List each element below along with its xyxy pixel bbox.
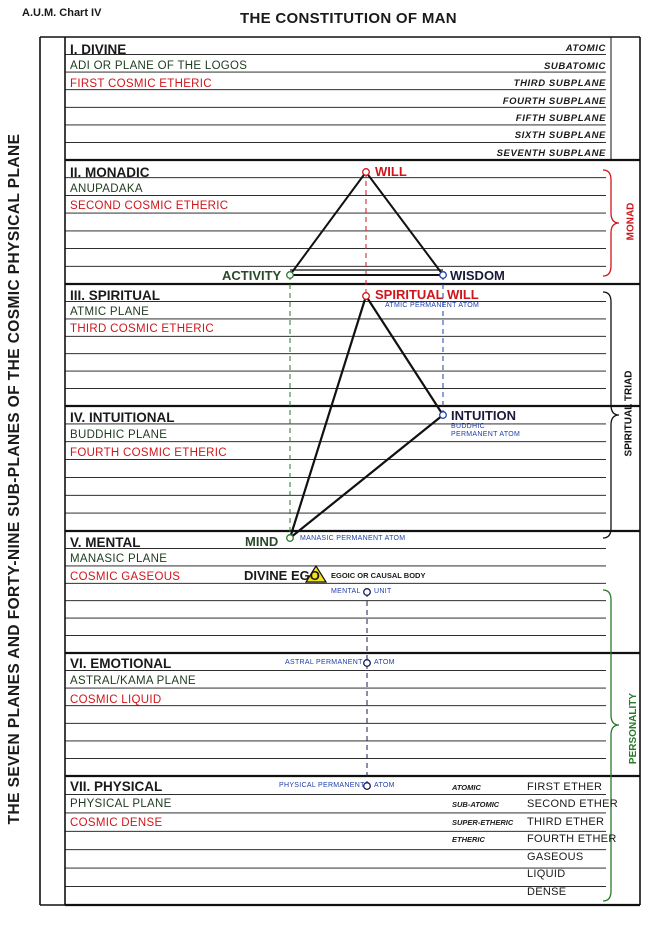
ether-2-big: SECOND ETHER — [527, 798, 618, 810]
plane-6-sub1: ASTRAL/KAMA PLANE — [70, 675, 196, 687]
subplane-3: THIRD SUBPLANE — [513, 78, 606, 89]
ether-4-big: FOURTH ETHER — [527, 833, 617, 845]
plane-1-sub1: ADI OR PLANE OF THE LOGOS — [70, 60, 248, 72]
ether-3-big: THIRD ETHER — [527, 816, 605, 828]
side-title: THE SEVEN PLANES AND FORTY-NINE SUB-PLAN… — [6, 133, 23, 825]
plane-7-sub1: PHYSICAL PLANE — [70, 798, 172, 810]
ether-4-small: ETHERIC — [452, 835, 485, 844]
wisdom-label: WISDOM — [450, 268, 505, 283]
plane-3-name: III. SPIRITUAL — [70, 288, 161, 303]
personality-label: PERSONALITY — [628, 692, 640, 765]
mind-node — [286, 534, 294, 542]
buddhic-atom-label-2: PERMANENT ATOM — [451, 431, 521, 438]
will-label: WILL — [375, 164, 407, 179]
subplane-6: SIXTH SUBPLANE — [514, 130, 606, 141]
plane-4-name: IV. INTUITIONAL — [70, 410, 175, 425]
subplane-4: FOURTH SUBPLANE — [502, 96, 606, 107]
astral-atom-node — [363, 659, 371, 667]
activity-node — [286, 271, 294, 279]
intuition-node — [439, 411, 447, 419]
plane-2-name: II. MONADIC — [70, 165, 150, 180]
ether-6-big: LIQUID — [527, 868, 566, 880]
plane-4-sub1: BUDDHIC PLANE — [70, 429, 168, 441]
mental-unit-label-1: MENTAL — [331, 588, 361, 595]
manasic-atom-label: MANASIC PERMANENT ATOM — [300, 535, 406, 542]
subplane-1: ATOMIC — [565, 43, 606, 54]
mental-unit-node — [363, 588, 371, 596]
plane-6-sub2: COSMIC LIQUID — [70, 694, 162, 706]
plane-6-name: VI. EMOTIONAL — [70, 656, 172, 671]
physical-atom-node — [363, 782, 371, 790]
page-title: THE CONSTITUTION OF MAN — [240, 10, 457, 27]
divine-ego-label: DIVINE EGO — [244, 568, 320, 583]
spiritual-triad-triangle — [287, 293, 445, 542]
plane-2-sub1: ANUPADAKA — [70, 183, 143, 195]
astral-atom-label-1: ASTRAL PERMANENT — [285, 659, 363, 666]
ether-1-big: FIRST ETHER — [527, 781, 603, 793]
buddhic-atom-label-1: BUDDHIC — [451, 423, 485, 430]
physical-atom-label-2: ATOM — [374, 782, 395, 789]
divine-ego-triangle — [304, 564, 328, 583]
plane-5-name: V. MENTAL — [70, 535, 141, 550]
monadic-triangle — [288, 170, 445, 276]
spiritual-triad-bracket — [602, 291, 620, 539]
chart-id: A.U.M. Chart IV — [22, 7, 102, 19]
monad-label: MONAD — [625, 202, 637, 241]
intuition-label: INTUITION — [451, 408, 516, 423]
spiritual-will-node — [362, 292, 370, 300]
ether-3-small: SUPER-ETHERIC — [452, 818, 514, 827]
plane-7-name: VII. PHYSICAL — [70, 779, 163, 794]
wisdom-node — [439, 271, 447, 279]
plane-3-sub1: ATMIC PLANE — [70, 306, 150, 318]
plane-1-name: I. DIVINE — [70, 42, 127, 57]
monad-bracket — [602, 169, 620, 277]
plane-5-sub1: MANASIC PLANE — [70, 553, 168, 565]
astral-atom-label-2: ATOM — [374, 659, 395, 666]
spiritual-triad-label: SPIRITUAL TRIAD — [623, 370, 635, 457]
subplane-lines — [65, 54, 640, 907]
spiritual-will-label: SPIRITUAL WILL — [375, 287, 479, 302]
activity-label: ACTIVITY — [222, 268, 282, 283]
mind-label: MIND — [245, 534, 279, 549]
plane-7-sub2: COSMIC DENSE — [70, 817, 163, 829]
ether-7-big: DENSE — [527, 886, 567, 898]
plane-2-sub2: SECOND COSMIC ETHERIC — [70, 200, 229, 212]
ether-5-big: GASEOUS — [527, 851, 584, 863]
subplane-5: FIFTH SUBPLANE — [515, 113, 606, 124]
plane-4-sub2: FOURTH COSMIC ETHERIC — [70, 447, 227, 459]
causal-body-label: EGOIC OR CAUSAL BODY — [331, 571, 426, 580]
plane-3-sub2: THIRD COSMIC ETHERIC — [70, 323, 214, 335]
will-node — [362, 168, 370, 176]
plane-5-sub2: COSMIC GASEOUS — [70, 571, 181, 583]
ether-2-small: SUB-ATOMIC — [452, 800, 500, 809]
mental-unit-label-2: UNIT — [374, 588, 392, 595]
personality-bracket — [602, 589, 620, 902]
plane-1-sub2: FIRST COSMIC ETHERIC — [70, 78, 212, 90]
atmic-atom-label: ATMIC PERMANENT ATOM — [385, 302, 480, 309]
ether-1-small: ATOMIC — [452, 783, 481, 792]
subplane-2: SUBATOMIC — [543, 61, 606, 72]
subplane-7: SEVENTH SUBPLANE — [496, 148, 606, 159]
physical-atom-label-1: PHYSICAL PERMANENT — [279, 782, 365, 789]
